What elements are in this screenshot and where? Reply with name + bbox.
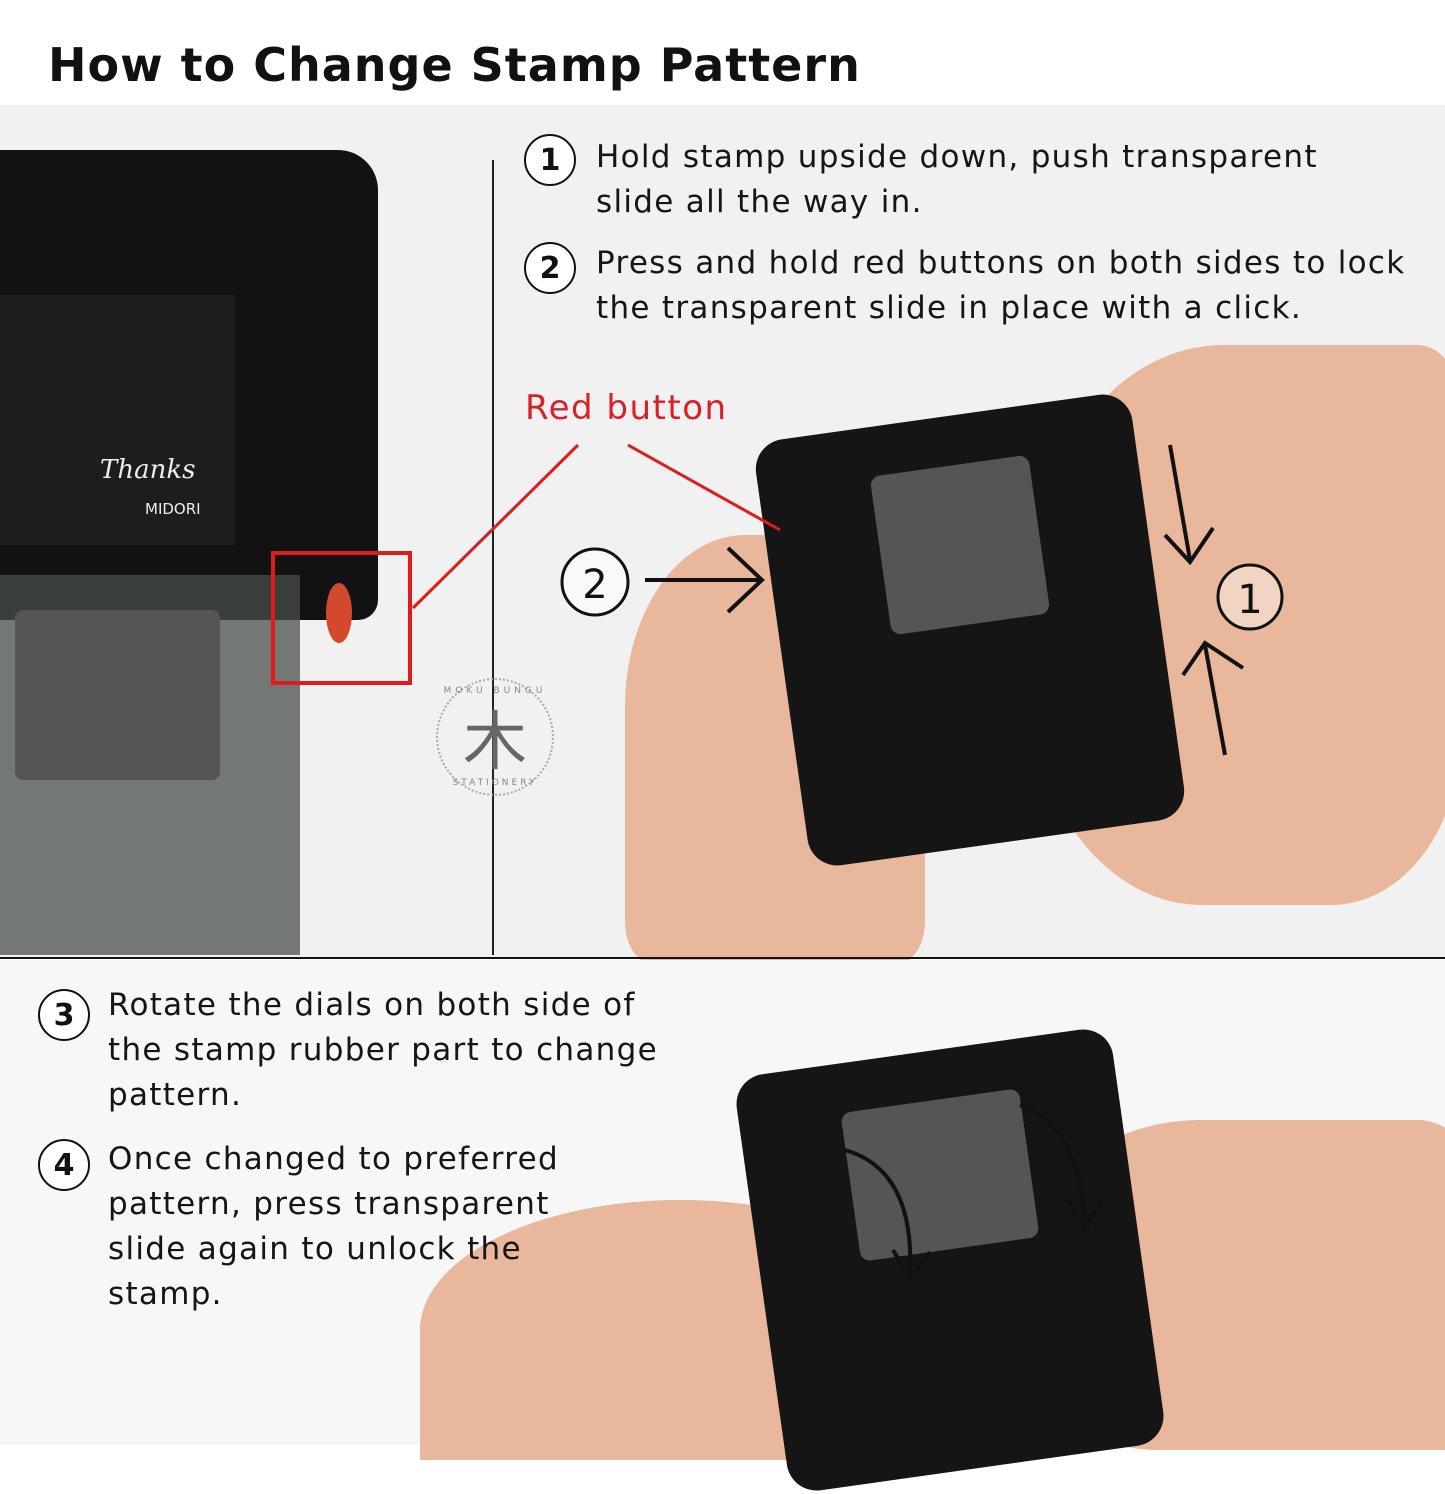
callout-line-left: [411, 443, 580, 610]
logo-text-top: MOKU BUNGU: [443, 686, 547, 696]
page-title: How to Change Stamp Pattern: [48, 38, 861, 92]
press-arrows-icon: [1163, 444, 1245, 756]
arrow-icon: [645, 546, 765, 614]
red-button-label: Red button: [525, 388, 728, 428]
photo-step-1-marker: [1216, 563, 1284, 631]
step-2-text: Press and hold red buttons on both sides…: [596, 245, 1406, 326]
red-button: [326, 583, 352, 643]
bottom-photo: [0, 960, 1445, 1494]
step-4-badge: 4: [38, 1139, 90, 1191]
svg-text:2: 2: [582, 562, 607, 608]
callout-line-right: [627, 443, 781, 532]
top-photo: Thanks MIDORI: [0, 105, 1445, 965]
step-3-text: Rotate the dials on both side of the sta…: [108, 987, 658, 1113]
red-button-highlight: [271, 551, 412, 685]
rotate-arrows-icon: [844, 1103, 1104, 1282]
logo-watermark: 木 MOKU BUNGU STATIONERY: [436, 678, 554, 796]
step-2-badge: 2: [524, 242, 576, 294]
step-3-badge: 3: [38, 989, 90, 1041]
stamp-brand: MIDORI: [145, 500, 201, 518]
svg-text:1: 1: [1237, 577, 1262, 623]
stamp-thanks: Thanks: [100, 455, 196, 485]
annotations: 2 1: [0, 160, 1445, 1282]
stamp-rubber: [15, 610, 220, 780]
logo-text-bottom: STATIONERY: [452, 778, 538, 788]
stamp-pattern-panel: Thanks MIDORI: [0, 295, 235, 545]
step-4-text: Once changed to preferred pattern, press…: [108, 1141, 559, 1312]
step-1-badge: 1: [524, 134, 576, 186]
logo-mark: 木: [463, 706, 527, 780]
step-1-text: Hold stamp upside down, push transparent…: [596, 139, 1318, 220]
photo-step-2-marker: [560, 547, 630, 617]
